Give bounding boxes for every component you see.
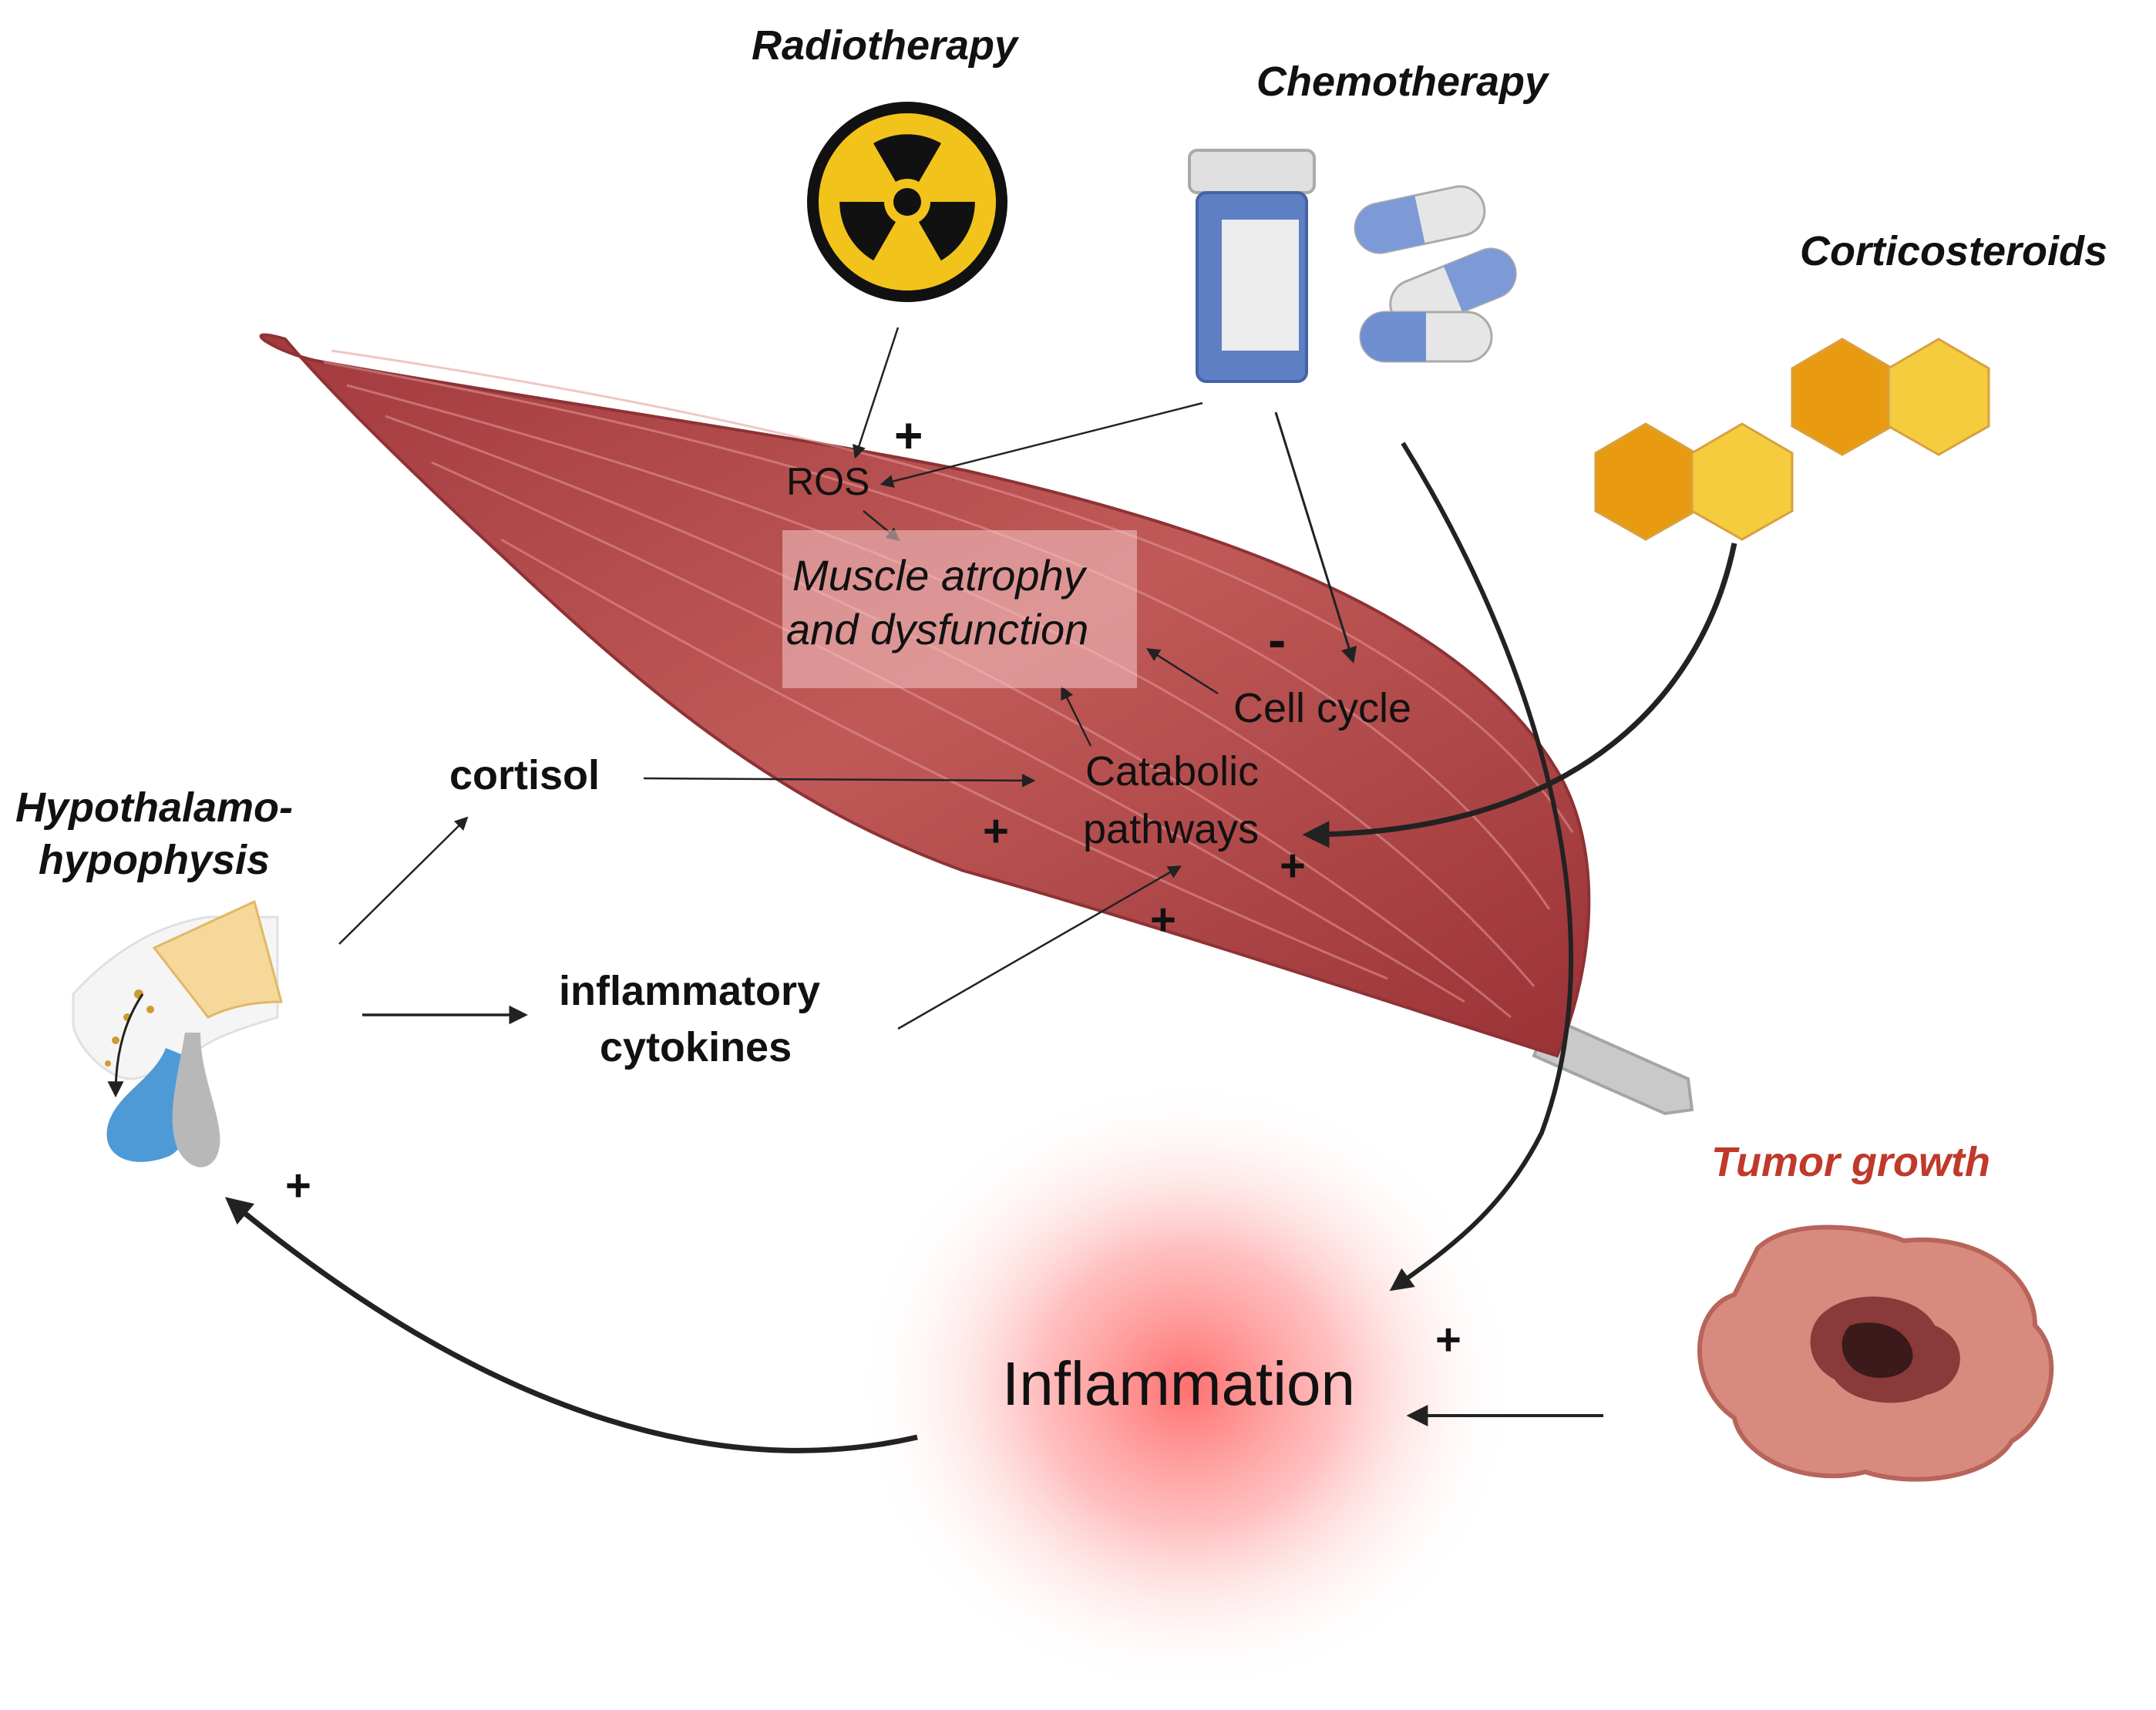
- corticosteroids-label: Corticosteroids: [1800, 228, 2108, 274]
- arrow-cortico-catabolic: [1302, 543, 1737, 848]
- cell-cycle-label: Cell cycle: [1233, 685, 1412, 731]
- arrow-catabolic-atrophy: [1061, 685, 1092, 747]
- steroid-structure-icon: [1594, 338, 1990, 541]
- arrow-radiotherapy-ros: [853, 327, 900, 459]
- feedback-plus-sign: +: [285, 1161, 311, 1211]
- ros-plus-sign: +: [894, 408, 923, 463]
- muscle-fibers: [323, 349, 1574, 1019]
- arrow-chemo-inflammation: [1389, 442, 1573, 1292]
- cortico-plus-sign: +: [1280, 841, 1306, 891]
- arrow-hypophysis-cortisol: [338, 816, 469, 945]
- cytokines-label-2: cytokines: [600, 1024, 792, 1070]
- cortisol-label: cortisol: [449, 752, 600, 798]
- tumor-label: Tumor growth: [1711, 1139, 1990, 1185]
- cytokine-plus-sign: +: [1150, 895, 1176, 945]
- arrow-cytokines-catabolic: [897, 865, 1182, 1030]
- tumor-icon: [1697, 1225, 2054, 1482]
- hypothalamo-label-2: hypophysis: [39, 837, 271, 883]
- tumor-plus-sign: +: [1435, 1315, 1461, 1365]
- atrophy-box: [782, 530, 1137, 688]
- muscle-body: [259, 333, 1591, 1058]
- cellcycle-minus-sign: -: [1268, 610, 1287, 670]
- inflammation-glow: [856, 1079, 1519, 1695]
- cytokines-label-1: inflammatory: [559, 968, 821, 1014]
- cortisol-plus-sign: +: [983, 806, 1009, 856]
- arrows: [224, 327, 1737, 1453]
- hypothalamo-label-1: Hypothalamo-: [15, 784, 294, 831]
- atrophy-label-2: and dysfunction: [786, 605, 1089, 653]
- radiotherapy-label: Radiotherapy: [752, 22, 1018, 69]
- arrow-chemo-cellcycle: [1274, 412, 1357, 664]
- arrow-cortisol-catabolic: [643, 774, 1036, 788]
- atrophy-label-1: Muscle atrophy: [792, 551, 1085, 600]
- arrow-cellcycle-atrophy: [1146, 648, 1219, 695]
- radiation-symbol-icon: [807, 102, 1007, 302]
- inflammation-label: Inflammation: [1002, 1349, 1355, 1418]
- chemotherapy-label: Chemotherapy: [1256, 59, 1549, 105]
- arrow-chemo-ros: [880, 401, 1203, 489]
- pill-bottle-icon: [1188, 149, 1316, 383]
- arrow-inflammation-hypophysis: [224, 1197, 918, 1453]
- pituitary-icon: [72, 899, 283, 1167]
- capsules-icon: [1354, 185, 1517, 363]
- catabolic-label-1: Catabolic: [1085, 748, 1260, 795]
- catabolic-label-2: pathways: [1083, 806, 1260, 852]
- ros-label: ROS: [786, 460, 870, 503]
